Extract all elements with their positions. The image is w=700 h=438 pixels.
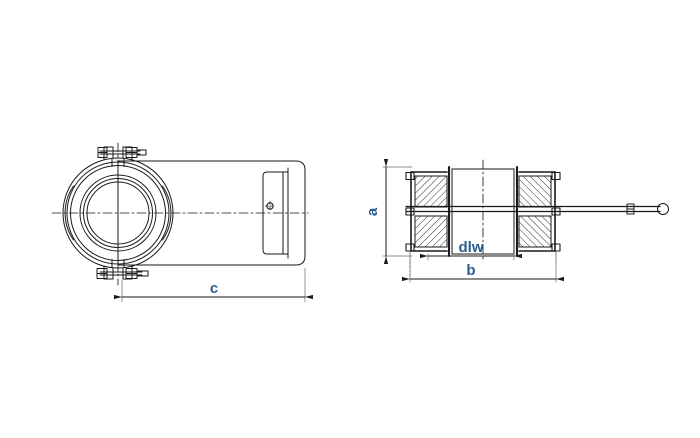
- dimension-label-a: a: [364, 207, 381, 216]
- dimension-a: [382, 159, 413, 264]
- dimension-b: [402, 261, 564, 283]
- end-view-group: [51, 142, 313, 303]
- top-clamp-bolt: [97, 146, 147, 161]
- dimension-label-dlw: dlw: [459, 239, 484, 256]
- tie-rods: [405, 205, 661, 213]
- dimension-label-b: b: [466, 262, 475, 279]
- rod-end-knob: [657, 203, 669, 215]
- end-view-centrelines: [51, 142, 309, 286]
- section-view-group: [382, 159, 669, 283]
- centre-hole-marker: [265, 201, 275, 211]
- body-housing: [117, 160, 306, 266]
- dimension-dlw: [420, 253, 522, 261]
- band-split-marks: [111, 158, 125, 268]
- dimension-c: [114, 267, 313, 303]
- dimension-label-c: c: [210, 280, 218, 297]
- bottom-clamp-bolt: [96, 265, 149, 280]
- rod-nut-detail: [626, 203, 635, 215]
